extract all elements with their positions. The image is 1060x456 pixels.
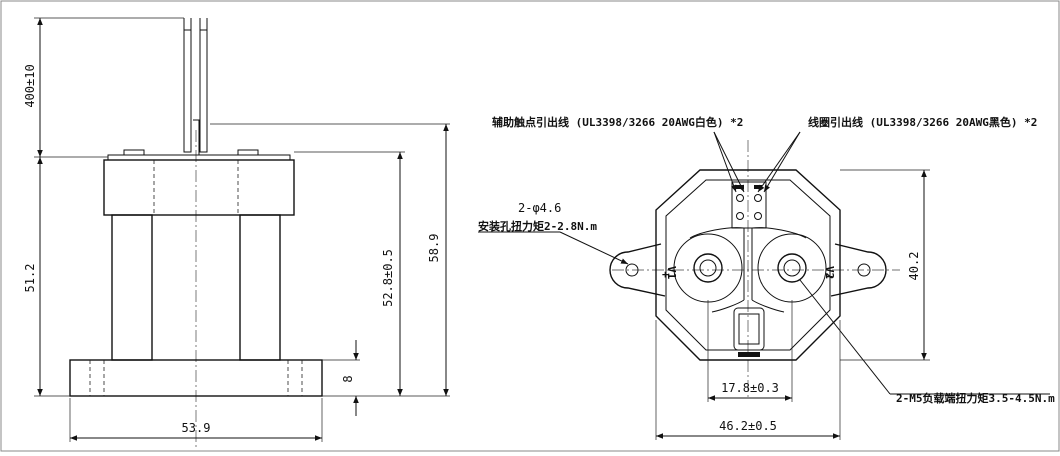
hole-torque-note: 安装孔扭力矩2-2.8N.m xyxy=(478,219,597,233)
hole-spec: 2-φ4.6 xyxy=(518,201,561,215)
body-height-dim: 51.2 xyxy=(23,264,37,293)
housing-top xyxy=(103,149,295,216)
flange-thickness-dim: 8 xyxy=(341,375,355,382)
overall-height-dim: 58.9 xyxy=(427,234,441,263)
coil-wire-note: 线圈引出线 (UL3398/3266 20AWG黑色) *2 xyxy=(808,115,1037,129)
terminal-torque-note: 2-M5负载端扭力矩3.5-4.5N.m xyxy=(896,391,1055,405)
housing-outline xyxy=(655,169,841,361)
lead-wires xyxy=(183,18,208,155)
mount-hole-left xyxy=(625,263,639,277)
lead-length-dim: 400±10 xyxy=(23,64,37,107)
aux-connector xyxy=(731,181,767,229)
top-view: V1 + V2 − 辅助触点引出线 (UL3398/3266 20AWG白色) … xyxy=(478,115,1055,440)
terminal-positive xyxy=(673,233,743,303)
base-flange xyxy=(69,359,323,397)
bottom-slot xyxy=(733,307,765,357)
width-dim: 46.2±0.5 xyxy=(719,419,777,433)
mounting-ears xyxy=(609,243,887,297)
height-dim: 40.2 xyxy=(907,252,921,281)
mark-right: V2 xyxy=(823,266,836,279)
terminal-spacing-dim: 17.8±0.3 xyxy=(721,381,779,395)
base-width-dim: 53.9 xyxy=(182,421,211,435)
polarity-right: − xyxy=(826,270,833,283)
polarity-left: + xyxy=(662,268,669,281)
side-view: 400±10 51.2 52.8±0.5 58.9 8 53.9 xyxy=(23,17,450,448)
mark-left: V1 xyxy=(665,266,678,280)
aux-wire-note: 辅助触点引出线 (UL3398/3266 20AWG白色) *2 xyxy=(492,115,743,129)
terminal-negative xyxy=(757,233,827,303)
mount-height-dim: 52.8±0.5 xyxy=(381,249,395,307)
mount-hole-right xyxy=(857,263,871,277)
